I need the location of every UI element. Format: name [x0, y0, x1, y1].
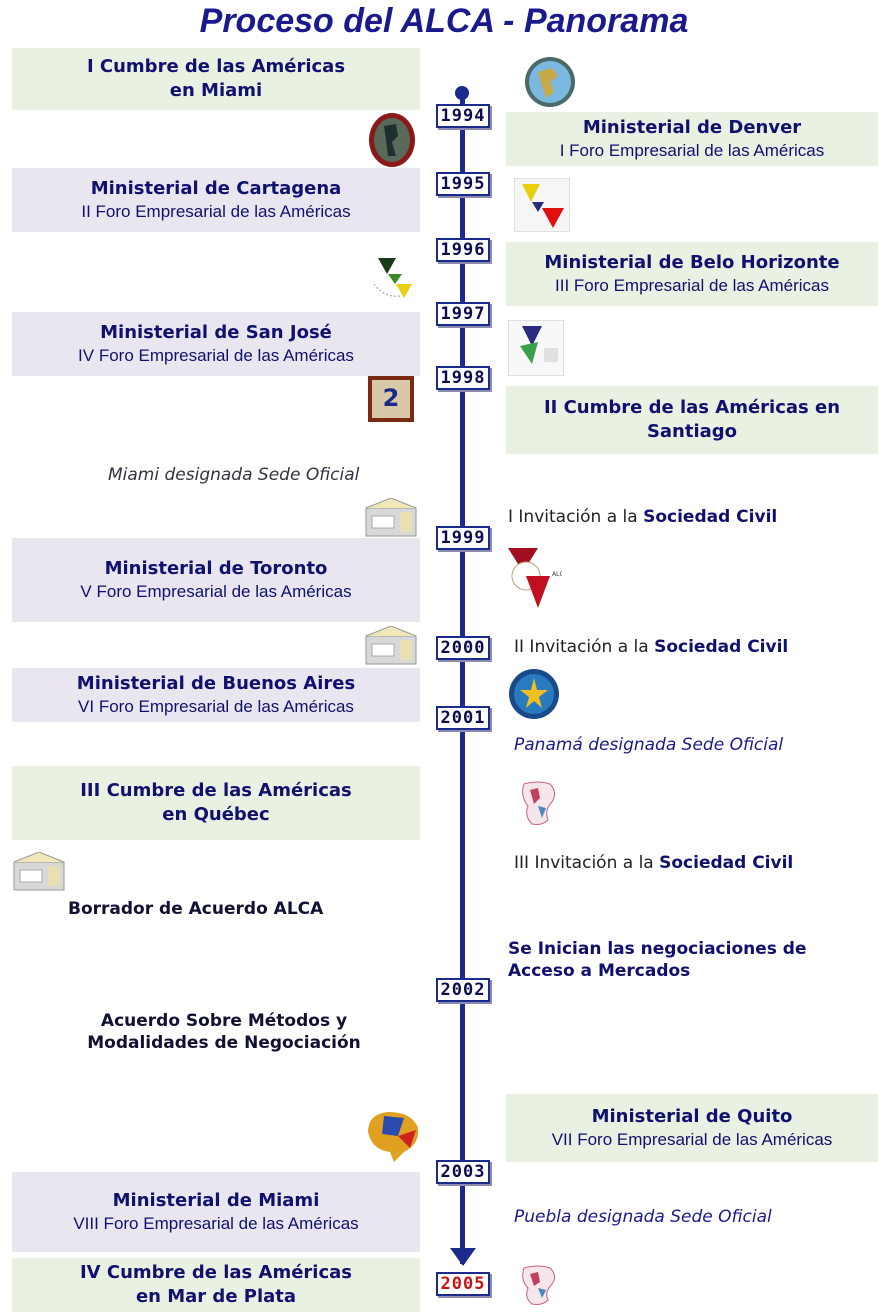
event-buenos-aires: Ministerial de Buenos Aires VI Foro Empr… [12, 668, 420, 722]
page-title: Proceso del ALCA - Panorama [199, 2, 689, 40]
year-1999: 1999 [436, 526, 490, 550]
puebla-sede-note: Puebla designada Sede Oficial [514, 1207, 772, 1227]
invitation-3: III Invitación a la Sociedad Civil [514, 853, 794, 873]
timeline-start-knob [455, 86, 469, 100]
event-toronto: Ministerial de Toronto V Foro Empresaria… [12, 538, 420, 622]
envelope-icon [13, 852, 65, 891]
oas-seal-icon [369, 113, 415, 167]
year-1995: 1995 [436, 172, 490, 196]
year-2002: 2002 [436, 978, 490, 1002]
envelope-icon [365, 498, 417, 537]
americas-map-icon [522, 1265, 556, 1305]
envelope-icon [365, 626, 417, 665]
svg-text:ALCA: ALCA [552, 571, 562, 578]
year-1994: 1994 [436, 104, 490, 128]
toronto-logo-icon: ALCA [508, 548, 562, 608]
event-cumbre-1: I Cumbre de las Américas en Miami [12, 48, 420, 110]
event-cumbre-4: IV Cumbre de las Américas en Mar de Plat… [12, 1258, 420, 1312]
quito-logo-icon [368, 1112, 419, 1162]
borrador-acuerdo: Borrador de Acuerdo ALCA [68, 899, 324, 919]
svg-text:2: 2 [383, 384, 400, 412]
event-quito: Ministerial de Quito VII Foro Empresaria… [506, 1094, 878, 1162]
year-1996: 1996 [436, 238, 490, 262]
panama-sede-note: Panamá designada Sede Oficial [514, 735, 784, 755]
ftaa-triangle-icon [373, 258, 412, 298]
americas-map-icon [522, 781, 556, 825]
invitation-1: I Invitación a la Sociedad Civil [508, 507, 778, 527]
timeline-arrow-icon [450, 1248, 476, 1266]
globe-logo-icon [525, 57, 575, 107]
event-miami-ministerial: Ministerial de Miami VIII Foro Empresari… [12, 1172, 420, 1252]
year-1998: 1998 [436, 366, 490, 390]
ftaa-square-logo-icon [508, 320, 564, 376]
year-2003: 2003 [436, 1160, 490, 1184]
event-belo-horizonte: Ministerial de Belo Horizonte III Foro E… [506, 242, 878, 306]
event-cartagena: Ministerial de Cartagena II Foro Empresa… [12, 168, 420, 232]
acuerdo-metodos: Acuerdo Sobre Métodos y Modalidades de N… [87, 1011, 361, 1053]
invitation-2: II Invitación a la Sociedad Civil [514, 637, 789, 657]
ftaa-flag-icon [514, 178, 570, 232]
year-2005: 2005 [436, 1272, 490, 1296]
miami-sede-note: Miami designada Sede Oficial [108, 465, 360, 485]
negociaciones-note: Se Inician las negociaciones de Acceso a… [508, 939, 807, 981]
event-denver: Ministerial de Denver I Foro Empresarial… [506, 112, 878, 166]
timeline-axis [460, 96, 465, 1264]
star-globe-icon [509, 669, 559, 719]
event-cumbre-3: III Cumbre de las Américas en Québec [12, 766, 420, 840]
event-san-jose: Ministerial de San José IV Foro Empresar… [12, 312, 420, 376]
year-2000: 2000 [436, 636, 490, 660]
event-cumbre-2: II Cumbre de las Américas en Santiago [506, 386, 878, 454]
year-1997: 1997 [436, 302, 490, 326]
summit-2-logo-icon: 2 [368, 376, 414, 422]
year-2001: 2001 [436, 706, 490, 730]
